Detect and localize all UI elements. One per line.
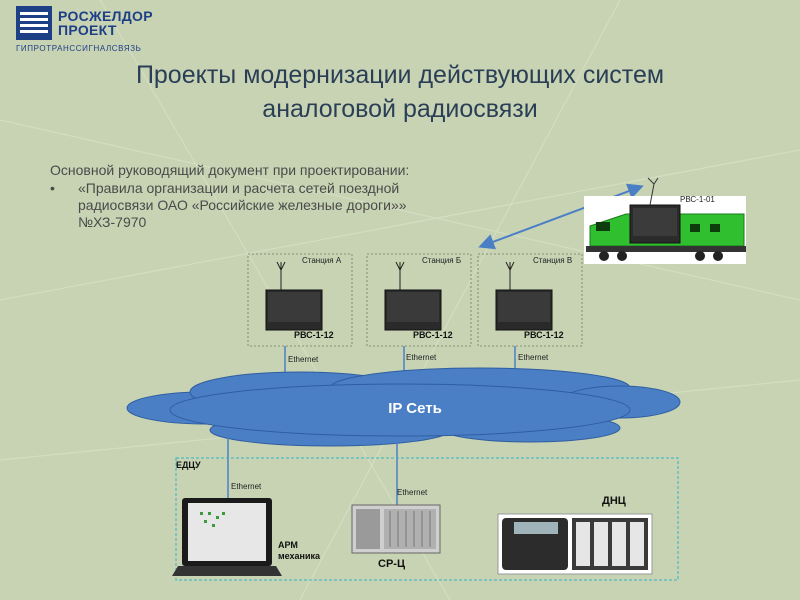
logo-line1: РОСЖЕЛДОР	[58, 8, 153, 24]
dnc-console-icon	[497, 513, 653, 575]
station-a-radio-label: РВС-1-12	[294, 330, 334, 340]
station-c-box	[477, 253, 583, 347]
station-b-box	[366, 253, 472, 347]
station-c-radio-label: РВС-1-12	[524, 330, 564, 340]
document-line3: №ХЗ-7970	[78, 214, 147, 230]
dnc-label: ДНЦ	[602, 495, 626, 507]
title-line2: аналоговой радиосвязи	[262, 95, 538, 123]
station-a-box	[247, 253, 353, 347]
sr-c-label: СР-Ц	[378, 558, 405, 570]
title-line1: Проекты модернизации действующих систем	[135, 61, 665, 89]
station-b-link-label: Ethernet	[406, 353, 437, 362]
station-c-radio-icon	[495, 261, 553, 331]
station-a-name: Станция А	[302, 256, 342, 265]
locomotive-radio-label: РВС-1-01	[680, 195, 715, 204]
arm-label-line1: АРМ	[278, 540, 298, 550]
station-a-radio-icon	[265, 261, 323, 331]
station-a-link-label: Ethernet	[288, 355, 319, 364]
station-b-name: Станция Б	[422, 256, 462, 265]
arm-label: АРМ механика	[278, 540, 320, 562]
ip-network-label: IP Сеть	[388, 400, 442, 417]
laptop-icon	[172, 498, 282, 576]
document-line2: радиосвязи ОАО «Российские железные доро…	[78, 197, 407, 213]
document-intro: Основной руководящий документ при проект…	[50, 162, 410, 178]
document-line1: «Правила организации и расчета сетей пое…	[78, 180, 400, 196]
bullet-marker: •	[50, 180, 55, 196]
station-b-radio-label: РВС-1-12	[413, 330, 453, 340]
center-box	[175, 457, 679, 581]
ip-network-cloud	[126, 367, 681, 447]
locomotive-icon	[584, 177, 746, 264]
logo-mark-icon	[16, 6, 52, 40]
station-b-radio-icon	[384, 261, 442, 331]
sr-c-rack-icon	[351, 504, 441, 554]
document-reference: «Правила организации и расчета сетей пое…	[78, 180, 498, 231]
logo-name: РОСЖЕЛДОР ПРОЕКТ	[58, 9, 153, 37]
station-c-link-label: Ethernet	[518, 353, 549, 362]
page-title: Проекты модернизации действующих систем …	[40, 58, 760, 126]
arm-label-line2: механика	[278, 551, 321, 561]
logo-line2: ПРОЕКТ	[58, 22, 117, 38]
station-c-name: Станция В	[533, 256, 573, 265]
center-link-label-1: Ethernet	[231, 482, 262, 491]
center-link-label-2: Ethernet	[397, 488, 428, 497]
logo-subtitle: ГИПРОТРАНССИГНАЛСВЯЗЬ	[16, 44, 142, 53]
center-name: ЕДЦУ	[176, 460, 201, 470]
